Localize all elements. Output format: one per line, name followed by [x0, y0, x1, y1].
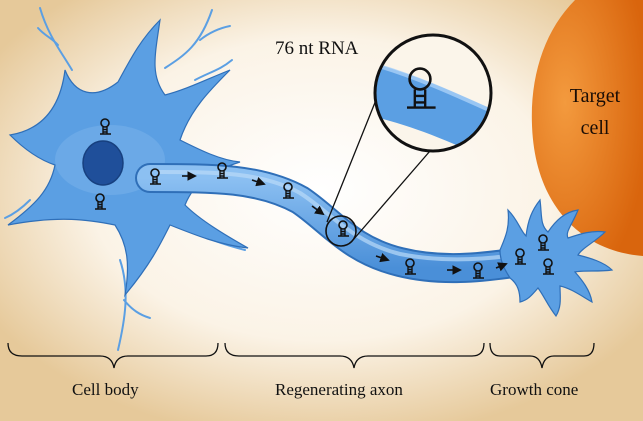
section-label-axon: Regenerating axon — [275, 380, 403, 400]
section-label-cell-body: Cell body — [72, 380, 139, 400]
callout-label: 76 nt RNA — [275, 38, 358, 60]
section-label-growth-cone: Growth cone — [490, 380, 578, 400]
target-cell-label: Target cell — [555, 80, 635, 144]
nucleus — [83, 141, 123, 185]
